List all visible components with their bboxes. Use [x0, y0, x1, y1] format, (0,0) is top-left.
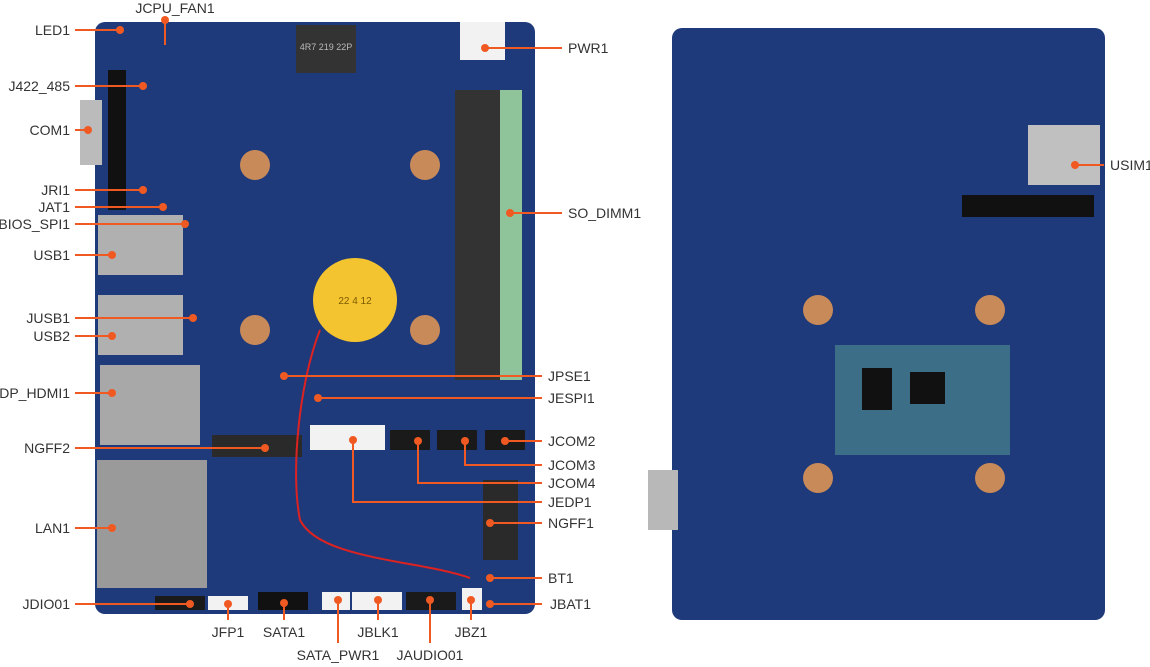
jcom3-header — [437, 430, 477, 450]
com-connector-back — [648, 470, 678, 530]
label-jusb1: JUSB1 — [26, 310, 70, 326]
leader-dot — [161, 16, 169, 24]
board-back — [648, 28, 1105, 620]
label-jri1: JRI1 — [41, 182, 70, 198]
label-jespi1: JESPI1 — [548, 390, 595, 406]
label-jcom2: JCOM2 — [548, 433, 596, 449]
label-dp-hdmi1: DP_HDMI1 — [0, 385, 70, 401]
leader-dot — [189, 314, 197, 322]
label-sata1: SATA1 — [263, 624, 305, 640]
leader-dot — [486, 574, 494, 582]
leader-dot — [426, 596, 434, 604]
mounting-holes-back — [803, 295, 1005, 493]
memory-chips — [962, 195, 1094, 217]
label-bios-spi1: BIOS_SPI1 — [0, 216, 70, 232]
leader-dot — [374, 596, 382, 604]
label-jblk1: JBLK1 — [357, 624, 398, 640]
label-usim1: USIM1 — [1110, 157, 1150, 173]
label-led1: LED1 — [35, 22, 70, 38]
ngff2-slot — [212, 435, 302, 457]
leader-dot — [506, 209, 514, 217]
leader-dot — [108, 332, 116, 340]
leader-line — [464, 441, 542, 466]
leader-dot — [108, 389, 116, 397]
leader-dot — [116, 26, 124, 34]
leader-dot — [261, 444, 269, 452]
label-jcpu-fan1: JCPU_FAN1 — [135, 0, 215, 16]
leader-line — [352, 440, 542, 503]
leader-dot — [486, 519, 494, 527]
cpu-die — [862, 368, 892, 410]
leader-dot — [314, 394, 322, 402]
inductor-marking: 4R7 219 22P — [300, 42, 353, 52]
mounting-holes — [240, 150, 440, 345]
leader-dot — [334, 596, 342, 604]
label-usb1: USB1 — [33, 247, 70, 263]
label-jbz1: JBZ1 — [455, 624, 488, 640]
label-sata-pwr1: SATA_PWR1 — [297, 647, 380, 663]
usb2-connector — [98, 295, 183, 355]
lan-connector — [97, 460, 207, 588]
inductor — [296, 25, 356, 73]
leader-dot — [108, 251, 116, 259]
chipset-die — [910, 372, 945, 404]
label-j422-485: J422_485 — [8, 78, 70, 94]
label-jcom4: JCOM4 — [548, 475, 596, 491]
leader-dot — [84, 126, 92, 134]
jcom4-header — [390, 430, 430, 450]
leader-dot — [280, 372, 288, 380]
label-com1: COM1 — [30, 122, 71, 138]
label-jbat1: JBAT1 — [550, 596, 591, 612]
leader-dot — [501, 437, 509, 445]
coin-battery — [313, 258, 397, 342]
dp-hdmi-connector — [100, 365, 200, 445]
leader-dot — [280, 599, 288, 607]
label-jpse1: JPSE1 — [548, 368, 591, 384]
leader-line — [417, 441, 542, 484]
leader-dot — [486, 600, 494, 608]
label-pwr1: PWR1 — [568, 40, 609, 56]
leader-dot — [481, 44, 489, 52]
jedp-connector — [310, 425, 385, 450]
com-header — [108, 70, 126, 210]
leader-dot — [461, 437, 469, 445]
leader-dot — [414, 437, 422, 445]
leader-dot — [186, 600, 194, 608]
label-jdio01: JDIO01 — [23, 596, 71, 612]
label-usb2: USB2 — [33, 328, 70, 344]
label-jcom3: JCOM3 — [548, 457, 596, 473]
board-front: 4R7 219 22P 22 4 12 — [80, 22, 535, 614]
label-ngff2: NGFF2 — [24, 440, 70, 456]
leader-dot — [349, 436, 357, 444]
label-jfp1: JFP1 — [212, 624, 245, 640]
leader-dot — [159, 203, 167, 211]
pwr-connector — [460, 22, 505, 60]
label-bt1: BT1 — [548, 570, 574, 586]
usim-slot — [1028, 125, 1100, 185]
label-lan1: LAN1 — [35, 520, 70, 536]
leader-dot — [224, 600, 232, 608]
label-so-dimm1: SO_DIMM1 — [568, 205, 641, 221]
leader-dot — [139, 186, 147, 194]
battery-marking: 22 4 12 — [338, 296, 372, 307]
label-jaudio01: JAUDIO01 — [397, 647, 464, 663]
label-ngff1: NGFF1 — [548, 515, 594, 531]
leader-dot — [108, 524, 116, 532]
leader-dot — [1071, 161, 1079, 169]
battery-cable — [295, 329, 471, 579]
label-jat1: JAT1 — [38, 199, 70, 215]
leader-dot — [181, 220, 189, 228]
leader-dot — [467, 596, 475, 604]
label-jedp1: JEDP1 — [548, 494, 592, 510]
leader-dot — [139, 82, 147, 90]
